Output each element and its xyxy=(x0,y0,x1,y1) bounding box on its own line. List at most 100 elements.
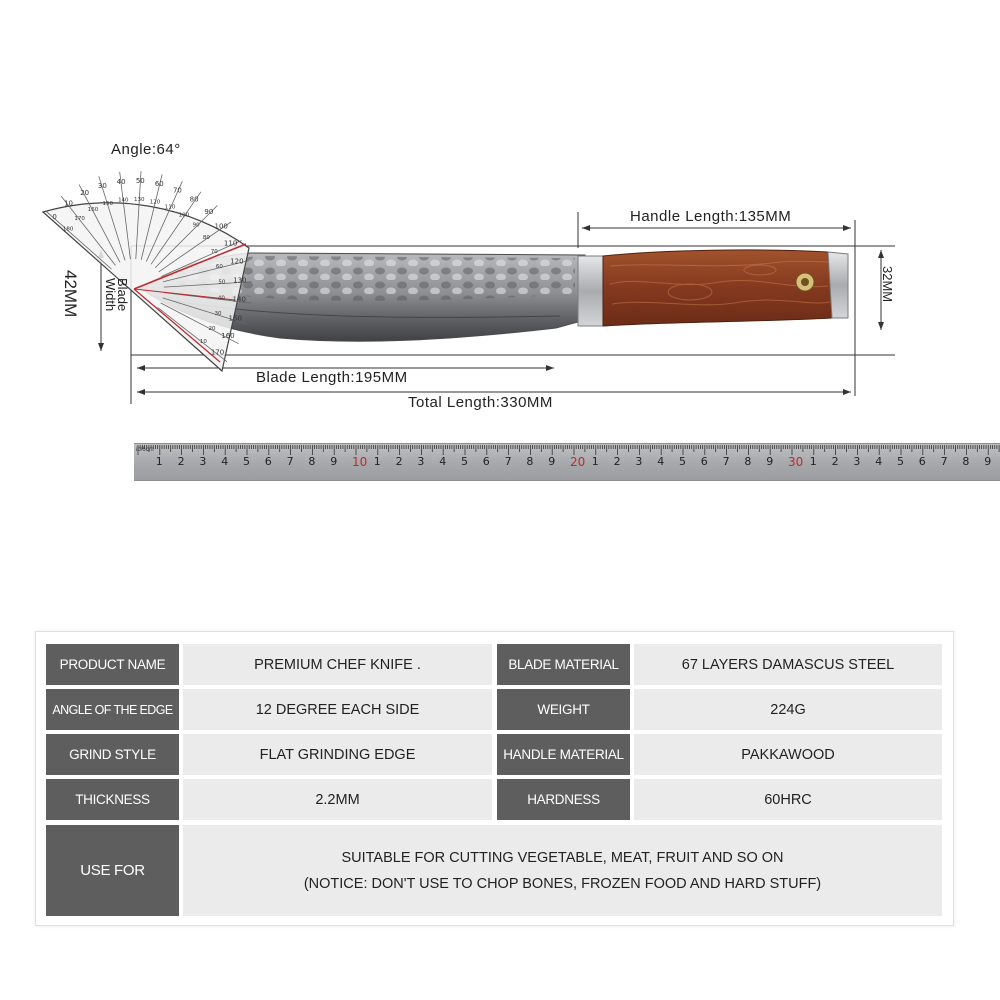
ruler-number: 10 xyxy=(352,455,368,469)
protractor-inner-tick-label: 130 xyxy=(134,197,145,203)
ruler-number: 5 xyxy=(679,455,686,468)
protractor-outer-tick-label: 150 xyxy=(229,314,242,322)
ruler-number: 7 xyxy=(504,455,512,468)
ruler-number: 9 xyxy=(984,455,992,468)
knife-illustration: 0180101702016030150401405013060120701108… xyxy=(41,171,895,404)
ruler-number: 7 xyxy=(722,455,730,468)
ruler-number: 4 xyxy=(221,455,229,468)
ruler-number: 8 xyxy=(526,455,534,468)
protractor-outer-tick-label: 0 xyxy=(52,213,56,221)
protractor-spoke xyxy=(158,221,232,273)
total-length-label: Total Length:330MM xyxy=(408,394,553,411)
ruler-number: 1 xyxy=(373,455,381,468)
ruler-number: 5 xyxy=(461,455,468,468)
ruler-number: 7 xyxy=(286,455,294,468)
ruler-number: 4 xyxy=(875,455,883,468)
handle-length-label: Handle Length:135MM xyxy=(630,208,792,225)
protractor-outer-tick-label: 160 xyxy=(221,332,234,340)
knife-blade xyxy=(139,252,586,342)
ruler-number: 5 xyxy=(897,455,904,468)
spec-value-weight: 224G xyxy=(634,689,942,730)
ruler-number: 9 xyxy=(766,455,774,468)
protractor-spoke xyxy=(60,195,116,266)
protractor-inner-tick-label: 100 xyxy=(179,213,190,219)
protractor-spoke xyxy=(160,302,239,345)
protractor-inner-tick-label: 40 xyxy=(218,296,225,302)
knife-handle xyxy=(577,249,849,327)
protractor-outer-tick-label: 60 xyxy=(155,180,164,188)
dimension-lines xyxy=(100,212,895,404)
protractor-spoke xyxy=(162,297,247,325)
protractor-outer-tick-label: 30 xyxy=(98,182,107,190)
blade-length-label: Blade Length:195MM xyxy=(256,369,408,386)
spec-key-weight: WEIGHT xyxy=(497,689,630,730)
spec-value-handle-material: PAKKAWOOD xyxy=(634,734,942,775)
protractor-spoke xyxy=(163,260,249,283)
specification-table: PRODUCT NAME PREMIUM CHEF KNIFE . BLADE … xyxy=(35,631,954,926)
ruler-corner-text: ib/6cm xyxy=(136,447,154,453)
ruler-number: 8 xyxy=(962,455,970,468)
spec-key-grind-style: GRIND STYLE xyxy=(46,734,179,775)
ruler-number: 3 xyxy=(199,455,207,468)
spec-value-product-name: PREMIUM CHEF KNIFE . xyxy=(183,644,492,685)
protractor-spoke xyxy=(157,307,228,362)
spec-key-product-name: PRODUCT NAME xyxy=(46,644,179,685)
protractor-inner-tick-label: 160 xyxy=(88,207,99,213)
protractor-spoke xyxy=(145,181,183,262)
protractor-inner-tick-label: 50 xyxy=(218,280,225,286)
use-for-line-1: SUITABLE FOR CUTTING VEGETABLE, MEAT, FR… xyxy=(341,849,784,866)
ruler-number: 2 xyxy=(177,455,185,468)
protractor-outer-tick-label: 80 xyxy=(190,196,199,204)
protractor-inner-tick-label: 140 xyxy=(118,198,129,204)
spec-value-thickness: 2.2MM xyxy=(183,779,492,820)
protractor-inner-tick-label: 60 xyxy=(216,264,223,270)
protractor-spoke xyxy=(140,174,163,260)
protractor-outer-tick-label: 120 xyxy=(230,258,243,266)
protractor-spoke xyxy=(78,184,121,263)
protractor-outer-tick-label: 170 xyxy=(211,348,224,356)
ruler-number: 5 xyxy=(243,455,250,468)
protractor-inner-tick-label: 70 xyxy=(211,249,218,255)
spec-value-blade-material: 67 LAYERS DAMASCUS STEEL xyxy=(634,644,942,685)
ruler-number: 3 xyxy=(635,455,643,468)
protractor-spoke xyxy=(135,171,142,260)
spec-value-edge-angle: 12 DEGREE EACH SIDE xyxy=(183,689,492,730)
ruler-number: 30 xyxy=(788,455,804,469)
ruler-number: 4 xyxy=(657,455,665,468)
protractor-inner-tick-label: 110 xyxy=(165,205,176,211)
protractor-outer-tick-label: 20 xyxy=(80,189,89,197)
spec-value-use-for: SUITABLE FOR CUTTING VEGETABLE, MEAT, FR… xyxy=(183,825,942,916)
ruler-number: 6 xyxy=(700,455,708,468)
ruler-number: 1 xyxy=(591,455,599,468)
protractor-outer-tick-label: 90 xyxy=(204,208,213,216)
protractor-inner-tick-label: 80 xyxy=(203,235,210,241)
protractor-outer-tick-label: 100 xyxy=(214,223,227,231)
angle-label: Angle:64° xyxy=(111,141,181,158)
ruler-number: 8 xyxy=(308,455,316,468)
ruler-number: 6 xyxy=(264,455,272,468)
ruler-number: 2 xyxy=(613,455,621,468)
protractor-outer-tick-label: 50 xyxy=(136,177,145,185)
spec-key-handle-material: HANDLE MATERIAL xyxy=(497,734,630,775)
protractor-inner-tick-label: 180 xyxy=(63,227,74,233)
blade-width-label: Blade Width xyxy=(103,278,130,312)
ruler-number: 1 xyxy=(155,455,163,468)
protractor-spoke xyxy=(98,176,126,261)
spec-value-hardness: 60HRC xyxy=(634,779,942,820)
protractor-inner-tick-label: 150 xyxy=(103,201,114,207)
protractor: 0180101702016030150401405013060120701108… xyxy=(41,171,252,373)
ruler-number: 3 xyxy=(417,455,425,468)
protractor-outer-tick-label: 130 xyxy=(233,276,246,284)
spec-key-use-for: USE FOR xyxy=(46,825,179,916)
ruler-number: 6 xyxy=(482,455,490,468)
spec-key-blade-material: BLADE MATERIAL xyxy=(497,644,630,685)
ruler-number: 6 xyxy=(918,455,926,468)
ruler-number: 20 xyxy=(570,455,586,469)
protractor-outer-tick-label: 110 xyxy=(224,239,237,247)
spec-key-edge-angle: ANGLE OF THE EDGE xyxy=(46,689,179,730)
protractor-spoke xyxy=(154,205,218,269)
protractor-spoke xyxy=(163,281,252,288)
ruler-number: 7 xyxy=(940,455,948,468)
